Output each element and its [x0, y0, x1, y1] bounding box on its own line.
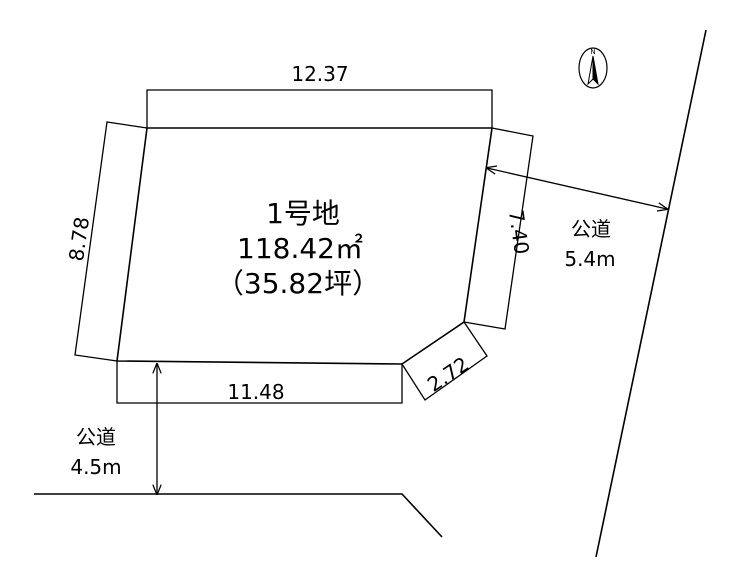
dimension-top: 12.37 [146, 62, 493, 128]
dimension-left-label: 8.78 [64, 215, 94, 262]
dimension-left: 8.78 [64, 121, 148, 362]
dimension-bottom: 11.48 [116, 361, 403, 404]
dimension-right-label: 7.40 [504, 208, 534, 255]
east-road-width-arrow [487, 168, 667, 209]
east-road-label: 公道 [571, 217, 611, 241]
south-road-width: 4.5m [70, 455, 121, 479]
dimension-bottom-label: 11.48 [227, 380, 284, 404]
lot-area: 118.42㎡ [237, 232, 363, 265]
north-label: N [590, 48, 595, 56]
south-road-edge [34, 493, 443, 538]
north-compass-icon: N [578, 47, 608, 89]
lot-area-tsubo: （35.82坪） [216, 267, 380, 300]
dimension-corner: 2.72 [401, 321, 488, 401]
east-road-edge [595, 29, 707, 558]
lot-boundary [116, 127, 493, 365]
dimension-right: 7.40 [463, 127, 534, 330]
south-road-label: 公道 [76, 425, 116, 449]
lot-name: 1号地 [266, 197, 340, 230]
dimension-top-label: 12.37 [291, 62, 348, 86]
east-road-width: 5.4m [564, 247, 615, 271]
dimension-corner-label: 2.72 [423, 352, 473, 397]
